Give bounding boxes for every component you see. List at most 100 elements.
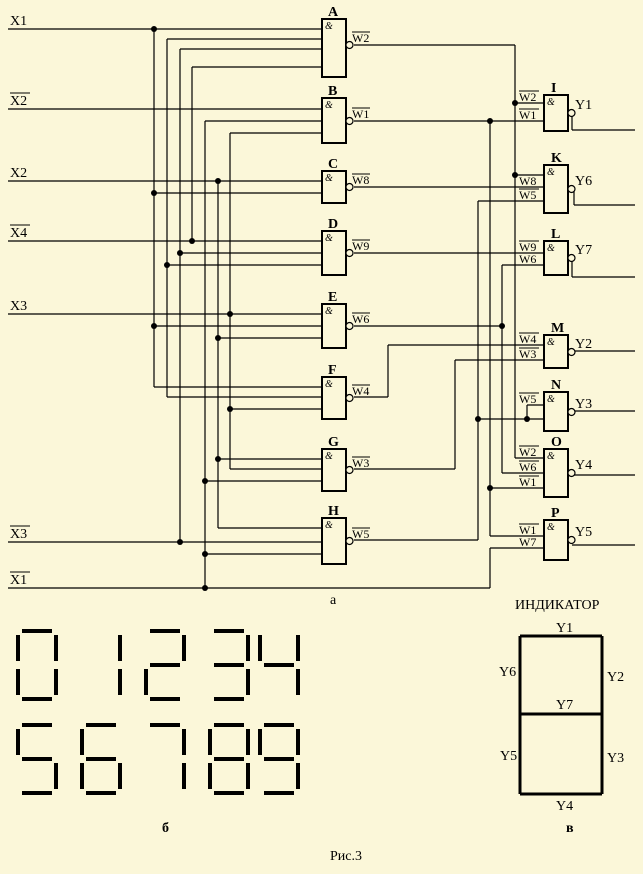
first-level-gates: &AW2&BW1&CW8&DW9&EW6&FW4&GW3&HW5: [321, 5, 370, 565]
gate-name: M: [551, 321, 564, 336]
digit-3: [214, 629, 250, 701]
and-symbol: &: [547, 337, 555, 348]
digit-9: [258, 723, 300, 795]
input-label-x4-inv: X4: [10, 226, 27, 241]
input-label-x1: X1: [10, 14, 27, 29]
gate-g: &GW3: [321, 435, 370, 492]
gate-name: G: [328, 435, 339, 450]
output-label-w3: W3: [352, 456, 369, 470]
gate-body: [543, 391, 569, 432]
input-label-w6: W6: [519, 460, 536, 474]
input-label-w2: W2: [519, 90, 536, 104]
output-label-w2: W2: [352, 31, 369, 45]
and-symbol: &: [325, 21, 333, 32]
gate-name: K: [551, 151, 562, 166]
gate-e: &EW6: [321, 290, 370, 349]
input-label-x3-inv: X3: [10, 527, 27, 542]
digit-patterns: [16, 629, 300, 795]
gate-body: [321, 170, 347, 204]
digit-2: [144, 629, 186, 701]
output-label-y5: Y5: [575, 525, 592, 540]
inverter-bubble: [345, 116, 354, 126]
gate-input-wires: [154, 38, 322, 555]
digit-7: [150, 723, 186, 789]
indicator-label-y1: Y1: [556, 621, 573, 636]
digit-5: [16, 723, 58, 795]
input-label-w1: W1: [519, 108, 536, 122]
gate-body: [321, 230, 347, 276]
inverter-bubble: [567, 535, 576, 545]
inverter-bubble: [345, 393, 354, 403]
indicator-label-y4: Y4: [556, 799, 573, 814]
inverter-bubble: [567, 468, 576, 478]
output-label-y1: Y1: [575, 98, 592, 113]
and-symbol: &: [547, 243, 555, 254]
input-label-w2: W2: [519, 445, 536, 459]
caption-b: б: [162, 821, 169, 836]
input-label-w7: W7: [519, 535, 536, 549]
output-label-w5: W5: [352, 527, 369, 541]
inverter-bubble: [345, 248, 354, 258]
gate-name: O: [551, 435, 562, 450]
gate-body: [321, 517, 347, 565]
inverter-bubble: [345, 40, 354, 50]
and-symbol: &: [547, 97, 555, 108]
gate-name: I: [551, 81, 556, 96]
gate-h: &HW5: [321, 504, 370, 565]
indicator-label-y2: Y2: [607, 670, 624, 685]
gate-name: N: [551, 378, 561, 393]
gate-name: L: [551, 227, 560, 242]
and-symbol: &: [547, 394, 555, 405]
gate-b: &BW1: [321, 84, 370, 144]
input-label-w5: W5: [519, 392, 536, 406]
input-labels: X1 X2 X2 X4 X3 X3 X1: [10, 14, 30, 588]
caption-v: в: [566, 821, 574, 836]
gate-name: C: [328, 157, 338, 172]
inverter-bubble: [567, 184, 576, 194]
digit-0: [16, 629, 58, 701]
output-label-w1: W1: [352, 107, 369, 121]
and-symbol: &: [325, 100, 333, 111]
inverter-bubble: [345, 536, 354, 546]
gate-body: [321, 376, 347, 420]
input-label-w3: W3: [519, 347, 536, 361]
junctions-right: [475, 100, 530, 491]
input-label-w5: W5: [519, 188, 536, 202]
gate-d: &DW9: [321, 217, 370, 276]
indicator-label-y7: Y7: [556, 698, 573, 713]
input-label-w1: W1: [519, 523, 536, 537]
input-label-x1-inv: X1: [10, 573, 27, 588]
output-label-y7: Y7: [575, 243, 592, 258]
input-buses: [153, 29, 231, 588]
inverter-bubble: [345, 465, 354, 475]
digit-6: [80, 723, 122, 795]
and-symbol: &: [547, 522, 555, 533]
gate-name: H: [328, 504, 339, 519]
output-label-y6: Y6: [575, 174, 592, 189]
and-symbol: &: [547, 451, 555, 462]
output-wires: [354, 44, 544, 541]
gate-name: F: [328, 363, 337, 378]
indicator-label-y6: Y6: [499, 665, 516, 680]
gate-name: A: [328, 5, 339, 20]
inverter-bubble: [345, 182, 354, 192]
second-level-gates: &IY1W2W1&KY6W8W5&LY7W9W6&MY2W4W3&NY3W5&O…: [519, 81, 592, 561]
inverter-bubble: [567, 108, 576, 118]
input-label-w6: W6: [519, 252, 536, 266]
inverter-bubble: [345, 321, 354, 331]
digit-8: [208, 723, 250, 795]
output-label-y4: Y4: [575, 458, 592, 473]
and-symbol: &: [325, 233, 333, 244]
output-label-w6: W6: [352, 312, 369, 326]
indicator-label-y5: Y5: [500, 749, 517, 764]
gate-name: P: [551, 506, 560, 521]
input-label-w1: W1: [519, 475, 536, 489]
output-label-w4: W4: [352, 384, 369, 398]
output-label-w9: W9: [352, 239, 369, 253]
